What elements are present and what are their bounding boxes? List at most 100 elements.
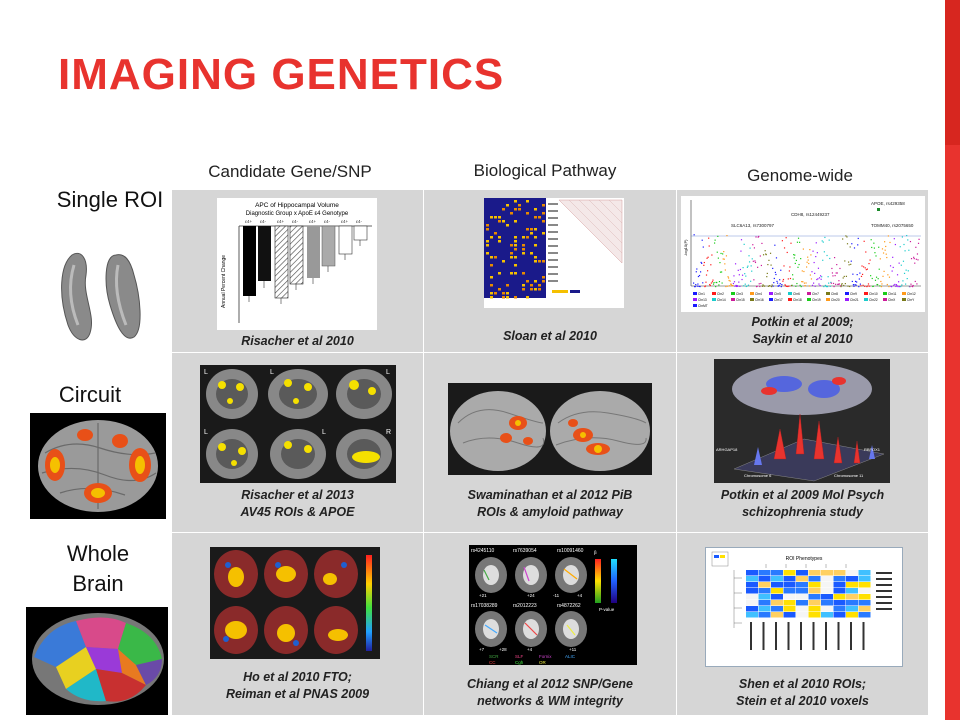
caption-line: networks & WM integrity bbox=[477, 694, 623, 708]
legend-label: Chr18 bbox=[793, 298, 802, 302]
legend-swatch bbox=[883, 292, 887, 295]
legend-label: Chr5 bbox=[774, 292, 781, 296]
legend-label: Chr4 bbox=[755, 292, 762, 296]
chart-subtitle: Diagnostic Group x ApoE ε4 Genotype bbox=[246, 211, 349, 217]
circuit-brain-image bbox=[30, 413, 166, 519]
slide-title: IMAGING GENETICS bbox=[58, 50, 505, 99]
plot-label: Chromosome 11 bbox=[834, 473, 864, 478]
accent-bar bbox=[945, 0, 960, 720]
column-header-genome: Genome-wide bbox=[747, 166, 853, 185]
legend-label: Chr12 bbox=[907, 292, 916, 296]
chart-tick-label: ε4+ bbox=[309, 219, 317, 224]
whole-brain-slices bbox=[210, 547, 380, 659]
caption-line: Stein et al 2010 voxels bbox=[736, 694, 869, 708]
legend-label: Chr10 bbox=[869, 292, 878, 296]
tract-legend: OR bbox=[539, 660, 547, 665]
chart-tick-label: ε4+ bbox=[341, 219, 349, 224]
slice-label: R bbox=[386, 429, 391, 436]
caption-r2c1: Risacher et al 2013 AV45 ROIs & APOE bbox=[172, 487, 423, 521]
legend-swatch bbox=[826, 292, 830, 295]
legend-label: Chr16 bbox=[755, 298, 764, 302]
caption-line: Shen et al 2010 ROIs; bbox=[738, 677, 867, 691]
chart-tick-label: ε4+ bbox=[245, 219, 253, 224]
manhattan-label: SLC6A13, rs7300797 bbox=[731, 223, 775, 228]
legend-swatch bbox=[902, 298, 906, 301]
caption-line: Potkin et al 2009; bbox=[751, 315, 854, 329]
legend-swatch bbox=[731, 292, 735, 295]
row-header-text: Single ROI bbox=[56, 187, 164, 212]
caption-line: Reiman et al PNAS 2009 bbox=[225, 687, 370, 701]
caption-r3c3: Shen et al 2010 ROIs; Stein et al 2010 v… bbox=[677, 676, 928, 710]
row-header-single-roi: Single ROI bbox=[50, 185, 170, 215]
legend-label: Chr7 bbox=[812, 292, 819, 296]
column-header-candidate: Candidate Gene/SNP bbox=[208, 162, 372, 181]
legend-swatch bbox=[807, 298, 811, 301]
snp-label: rs7639054 bbox=[513, 548, 537, 554]
caption-r3c2: Chiang et al 2012 SNP/Gene networks & WM… bbox=[424, 676, 676, 710]
caption-line: AV45 ROIs & APOE bbox=[240, 505, 355, 519]
legend-label: Chr20 bbox=[831, 298, 840, 302]
slice-number: +7 bbox=[479, 647, 485, 652]
hippocampal-volume-chart: APC of Hippocampal Volume Diagnostic Gro… bbox=[217, 198, 377, 330]
chart-bar bbox=[307, 226, 320, 278]
legend-label: ChrY bbox=[907, 298, 915, 302]
caption-r1c3: Potkin et al 2009; Saykin et al 2010 bbox=[677, 314, 928, 348]
caption-line: Swaminathan et al 2012 PiB bbox=[467, 488, 633, 502]
row-header-text: Whole bbox=[66, 541, 130, 566]
manhattan-label: TOMM40, rs2075650 bbox=[871, 223, 914, 228]
hippocampus-image bbox=[52, 245, 148, 351]
legend-swatch bbox=[750, 298, 754, 301]
slice-number: +11 bbox=[569, 647, 577, 652]
slice-label: L bbox=[270, 369, 274, 376]
legend-swatch bbox=[693, 292, 697, 295]
row-header-circuit: Circuit bbox=[58, 382, 122, 407]
chart-title: APC of Hippocampal Volume bbox=[255, 202, 339, 209]
legend-swatch bbox=[788, 298, 792, 301]
schizophrenia-3d-plot: ARHGAP18 Chromosome 6 Chromosome 11 RBFO… bbox=[714, 359, 890, 483]
colorbar-label: β bbox=[594, 550, 597, 555]
chart-bar bbox=[321, 225, 336, 267]
cell-r1c2: Sloan et al 2010 bbox=[424, 190, 677, 353]
chart-bar bbox=[243, 226, 256, 296]
legend-label: Chr2 bbox=[717, 292, 724, 296]
colorbar-label: P-value bbox=[599, 607, 615, 612]
snp-label: rs10091460 bbox=[557, 548, 584, 554]
legend-label: Chr6 bbox=[793, 292, 800, 296]
slice-number: +28 bbox=[499, 647, 507, 652]
caption-r1c1: Risacher et al 2010 bbox=[172, 333, 423, 350]
pathway-heatmap bbox=[484, 198, 624, 308]
legend-swatch bbox=[693, 304, 697, 307]
legend-swatch bbox=[769, 292, 773, 295]
heatmap-title: ROI Phenotypes bbox=[786, 556, 823, 562]
legend-swatch bbox=[788, 292, 792, 295]
cell-r2c2: Swaminathan et al 2012 PiB ROIs & amyloi… bbox=[424, 353, 677, 533]
caption-line: schizophrenia study bbox=[742, 505, 863, 519]
slice-number: +4 bbox=[527, 647, 533, 652]
chart-bar bbox=[258, 226, 271, 281]
legend-swatch bbox=[902, 292, 906, 295]
pib-brain-renderings bbox=[448, 383, 652, 475]
legend-swatch bbox=[883, 298, 887, 301]
tract-legend: ALIC bbox=[565, 654, 576, 659]
cell-r1c3: -log10(P) APOE, rs429358 CDH8, rs1244923… bbox=[677, 190, 929, 353]
legend-swatch bbox=[769, 298, 773, 301]
caption-line: Potkin et al 2009 Mol Psych bbox=[720, 488, 885, 502]
caption-line: Risacher et al 2013 bbox=[241, 488, 354, 502]
row-header-text: Brain bbox=[72, 571, 124, 596]
caption-line: Sloan et al 2010 bbox=[503, 329, 597, 343]
cell-r3c1: Ho et al 2010 FTO; Reiman et al PNAS 200… bbox=[172, 533, 424, 716]
legend-label: Chr8 bbox=[831, 292, 838, 296]
accent-bar-top bbox=[945, 0, 960, 145]
chart-ylabel: Annual Percent Change bbox=[221, 255, 227, 308]
chart-tick-label: ε4- bbox=[324, 219, 331, 224]
legend-swatch bbox=[712, 292, 716, 295]
cell-r3c2: rs4245110 rs7639054 rs10091460 rs1703828… bbox=[424, 533, 677, 716]
caption-r3c1: Ho et al 2010 FTO; Reiman et al PNAS 200… bbox=[172, 669, 423, 703]
tract-legend: Cgh bbox=[515, 660, 524, 665]
chart-bar bbox=[289, 225, 304, 285]
whole-brain-parcellation-image bbox=[26, 607, 168, 715]
slice-number: +21 bbox=[479, 593, 487, 598]
legend-swatch bbox=[712, 298, 716, 301]
snp-label: rs2012223 bbox=[513, 603, 537, 609]
legend-swatch bbox=[826, 298, 830, 301]
